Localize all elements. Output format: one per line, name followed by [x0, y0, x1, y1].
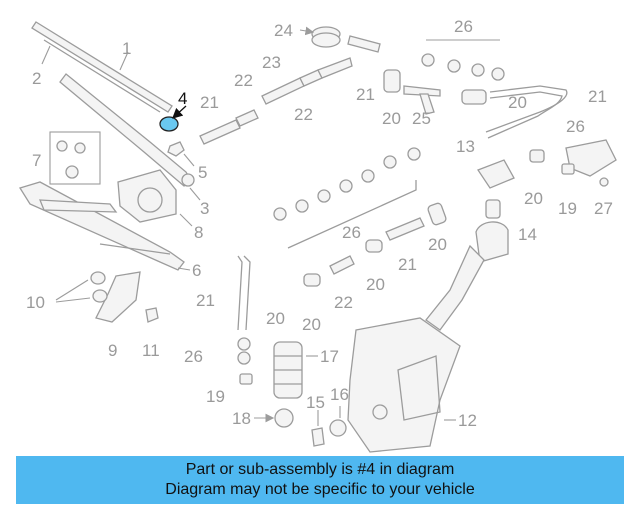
hose-clips-lower: [237, 337, 251, 365]
washer-pump: [273, 341, 318, 399]
grommet-24: [299, 26, 341, 48]
nut-part-5: [167, 141, 195, 167]
cap-part-4: [159, 105, 187, 132]
info-banner: Part or sub-assembly is #4 in diagram Di…: [16, 456, 624, 504]
callout-21c: 21: [588, 87, 607, 106]
callout-18: 18: [232, 409, 251, 428]
callout-8: 8: [194, 223, 203, 242]
check-valve: [239, 163, 575, 385]
callout-20e: 20: [366, 275, 385, 294]
washer-reservoir: [347, 317, 461, 453]
callout-20g: 20: [266, 309, 285, 328]
callout-6: 6: [192, 261, 201, 280]
callout-12: 12: [458, 411, 477, 430]
hose-clips-top: [421, 39, 505, 81]
wiper-arm: [59, 73, 201, 201]
wiper-motor: [117, 169, 193, 227]
grommet-pair: [55, 271, 108, 303]
callout-20f: 20: [302, 315, 321, 334]
wiper-linkage: [18, 181, 191, 271]
callout-23: 23: [262, 53, 281, 72]
callout-26a: 26: [454, 17, 473, 36]
callout-9: 9: [108, 341, 117, 360]
hose-clips-middle: [273, 147, 421, 249]
callout-26b: 26: [566, 117, 585, 136]
grommet-kit: [49, 131, 101, 185]
parts-diagram: 1 2 3 4 5 6 7 8 9 10 11 12 13 14 15 16 1…: [18, 17, 617, 453]
callout-26c: 26: [342, 223, 361, 242]
washer-hose-right: [485, 85, 568, 139]
banner-line-1: Part or sub-assembly is #4 in diagram: [185, 461, 455, 478]
callout-2: 2: [32, 69, 41, 88]
callout-21a: 21: [200, 93, 219, 112]
nut-part-11: [145, 307, 159, 323]
callout-13: 13: [456, 137, 475, 156]
callout-11: 11: [142, 341, 160, 360]
callout-22b: 22: [294, 105, 313, 124]
banner-line-2: Diagram may not be specific to your vehi…: [165, 481, 475, 498]
bracket: [95, 271, 141, 323]
callout-1: 1: [122, 39, 131, 58]
callout-22c: 22: [334, 293, 353, 312]
pump-grommet: [254, 408, 294, 428]
washer-nozzle-27: [565, 139, 617, 187]
wiper-blade: [31, 21, 173, 113]
callout-22a: 22: [234, 71, 253, 90]
callout-25: 25: [412, 109, 431, 128]
callout-14: 14: [518, 225, 537, 244]
callout-19b: 19: [558, 199, 577, 218]
callout-20d: 20: [428, 235, 447, 254]
washer-hose-upper: [199, 35, 381, 145]
callout-7: 7: [32, 151, 41, 170]
level-sensor: [311, 410, 325, 447]
filler-neck: [425, 199, 509, 331]
callout-5: 5: [198, 163, 207, 182]
washer-hose-left: [237, 255, 251, 331]
washer-hose-middle: [329, 217, 425, 275]
callout-20a: 20: [382, 109, 401, 128]
callout-27: 27: [594, 199, 613, 218]
callout-10: 10: [26, 293, 45, 312]
callout-21b: 21: [356, 85, 375, 104]
callout-labels: 1 2 3 4 5 6 7 8 9 10 11 12 13 14 15 16 1…: [26, 17, 613, 430]
washer-nozzle: [477, 159, 515, 189]
callout-24: 24: [274, 21, 293, 40]
callout-26d: 26: [184, 347, 203, 366]
connectors-20: [303, 69, 545, 287]
callout-16: 16: [330, 385, 349, 404]
t-piece: [403, 85, 441, 115]
callout-17: 17: [320, 347, 339, 366]
callout-4: 4: [178, 89, 187, 108]
callout-21d: 21: [398, 255, 417, 274]
callout-20c: 20: [524, 189, 543, 208]
callout-21e: 21: [196, 291, 215, 310]
sensor-seal: [329, 406, 347, 437]
callout-15: 15: [306, 393, 325, 412]
callout-19: 19: [206, 387, 225, 406]
callout-3: 3: [200, 199, 209, 218]
callout-20b: 20: [508, 93, 527, 112]
